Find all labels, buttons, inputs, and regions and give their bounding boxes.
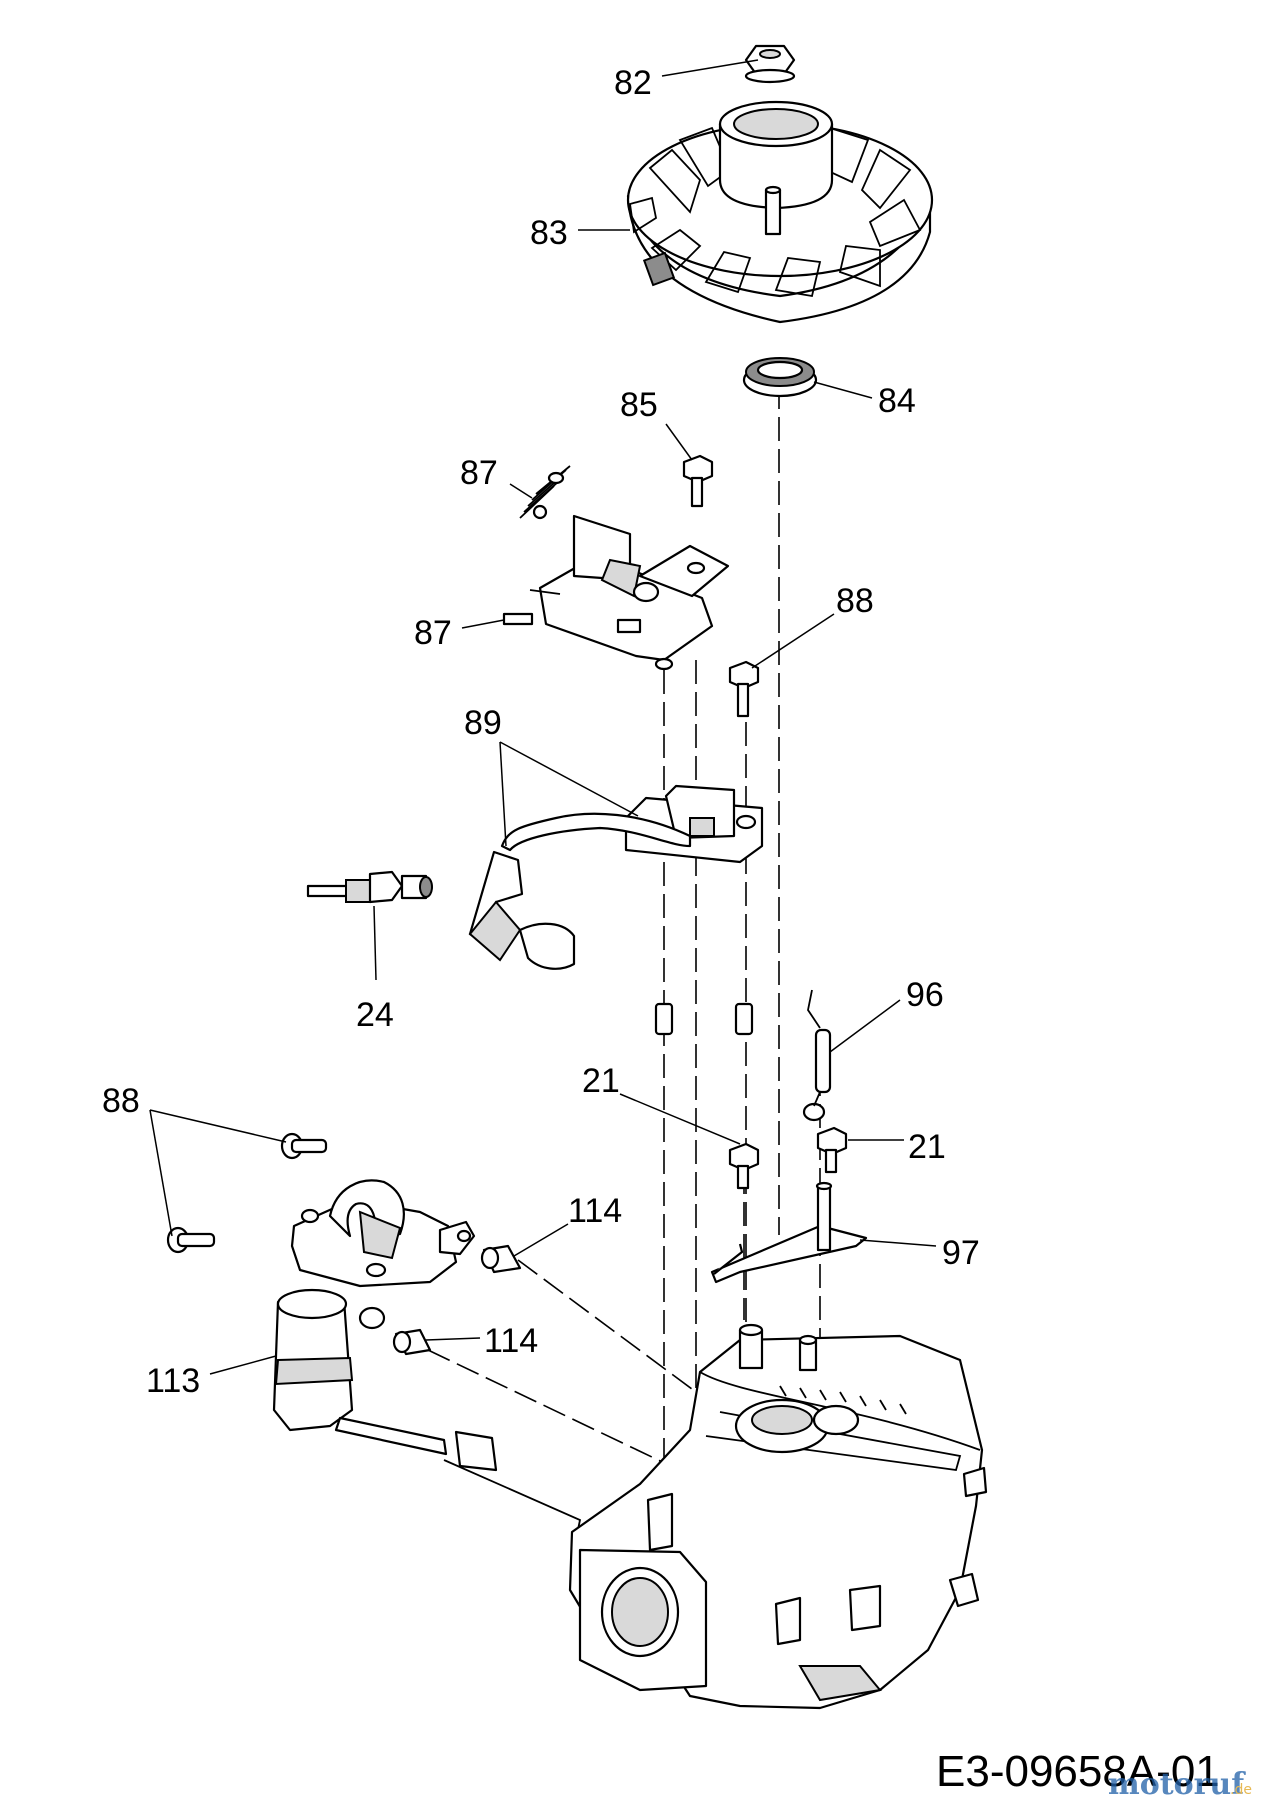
part-113-starter-motor: [272, 1179, 582, 1549]
part-crankcase: [568, 1323, 988, 1710]
callout-88-upper: 88: [836, 582, 874, 620]
part-87-bracket: [502, 514, 730, 671]
callout-114-upper: 114: [568, 1192, 622, 1230]
callout-113: 113: [146, 1362, 200, 1400]
callout-leader-lines: [149, 59, 937, 1375]
callout-83: 83: [530, 214, 568, 252]
callout-84: 84: [878, 382, 916, 420]
part-96-stop-switch: [802, 989, 832, 1122]
part-dowel-pins: [654, 1002, 754, 1036]
callout-89: 89: [464, 704, 502, 742]
callout-85: 85: [620, 386, 658, 424]
callout-87-bracket: 87: [414, 614, 452, 652]
part-84-oil-seal: [742, 357, 818, 398]
watermark: motoruf .de: [1108, 1767, 1252, 1800]
part-21-bolt-left: [728, 1142, 760, 1190]
callout-88-lower: 88: [102, 1082, 140, 1120]
part-24-spark-plug: [306, 870, 433, 904]
callout-114-lower: 114: [484, 1322, 538, 1360]
part-88-bolt-lower-a: [280, 1132, 328, 1160]
watermark-suffix: .de: [1230, 1782, 1252, 1798]
part-97-stop-lever: [710, 1181, 868, 1284]
part-88-bolt-upper: [728, 660, 760, 718]
callout-97: 97: [942, 1234, 980, 1272]
callout-82: 82: [614, 64, 652, 102]
part-114-dowel-upper: [480, 1244, 522, 1274]
callout-24: 24: [356, 996, 394, 1034]
watermark-text: motoruf: [1108, 1767, 1246, 1800]
part-82-flange-nut: [744, 44, 796, 84]
part-85-bolt: [682, 454, 714, 508]
callout-labels: 82 83 84 85 87 87 88 89 24 96 21 21 88 1…: [102, 64, 980, 1400]
part-21-bolt-right: [816, 1126, 848, 1174]
part-87-spring: [519, 465, 571, 520]
part-89-ignition-coil: [468, 784, 764, 970]
part-83-flywheel: [626, 100, 934, 324]
part-114-dowel-lower: [392, 1328, 432, 1356]
part-88-bolt-lower-b: [166, 1226, 216, 1254]
callout-21-left: 21: [582, 1062, 620, 1100]
callout-96: 96: [906, 976, 944, 1014]
callout-87-spring: 87: [460, 454, 498, 492]
callout-21-right: 21: [908, 1128, 946, 1166]
drawing-code: E3-09658A-01: [936, 1747, 1220, 1796]
